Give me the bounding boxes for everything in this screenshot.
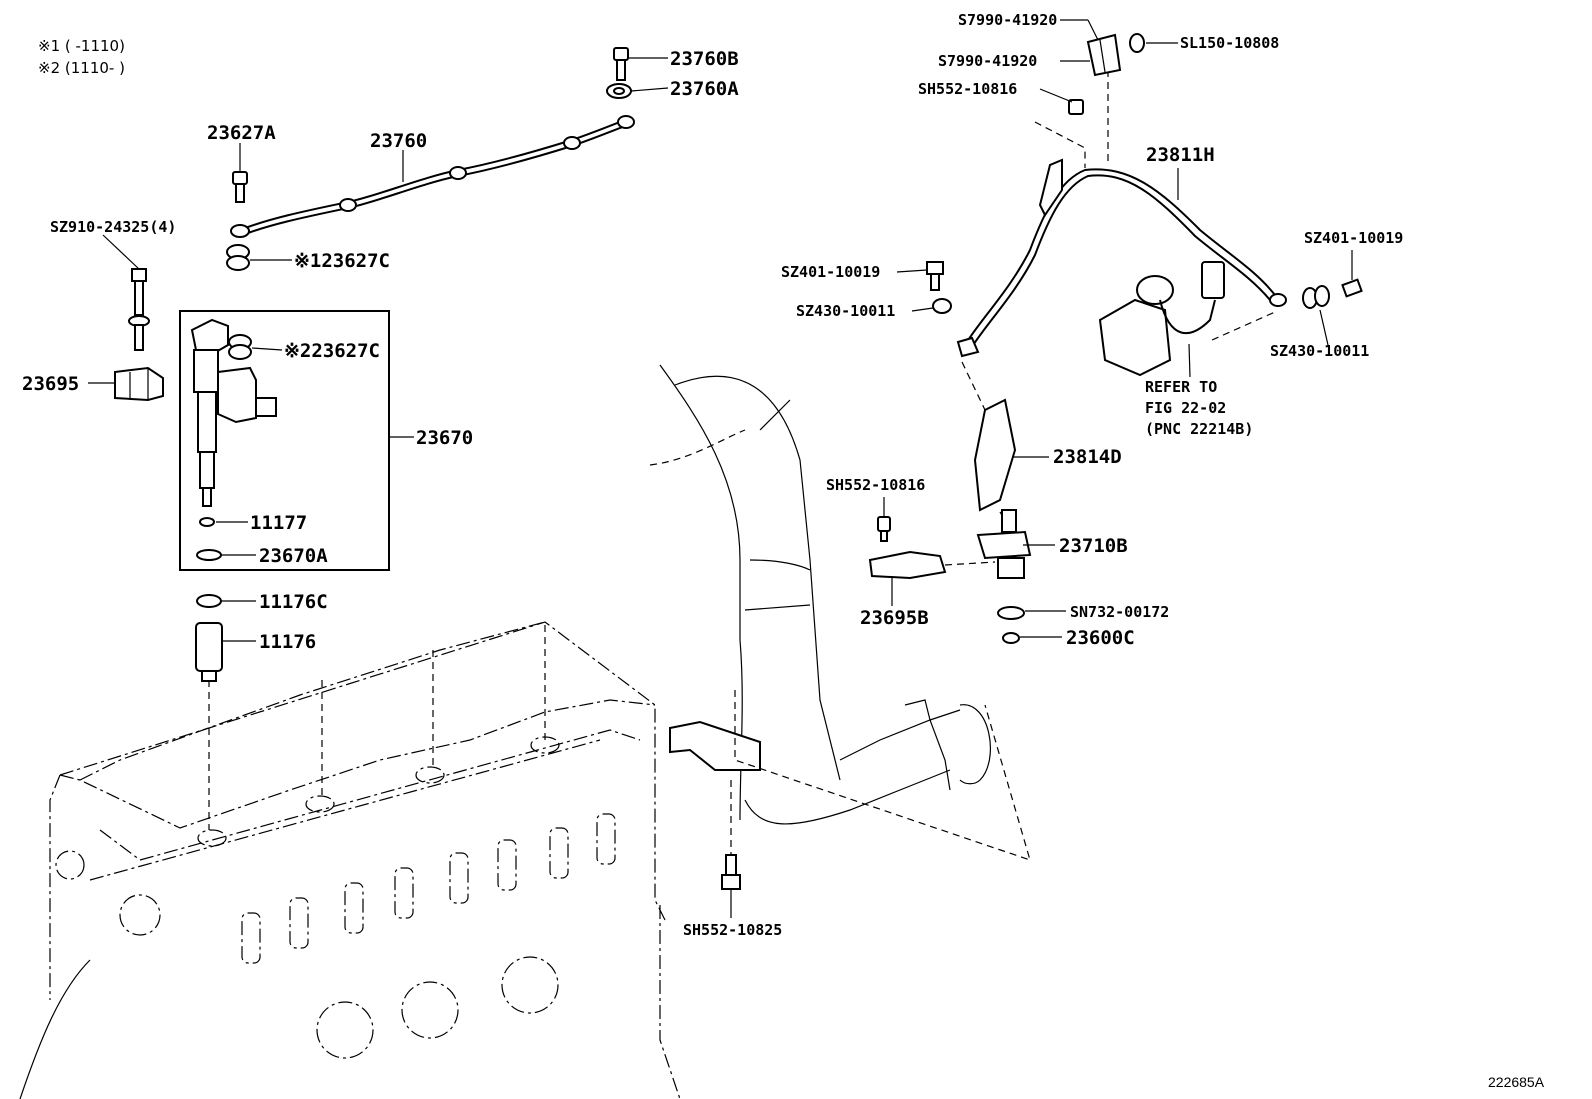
insulator-23814D[interactable] bbox=[973, 398, 1017, 512]
label-23627C-2: ※223627C bbox=[284, 340, 380, 362]
hose-assembly bbox=[649, 364, 991, 825]
pump-sensor-reference bbox=[1098, 261, 1276, 377]
figure-id: 222685A bbox=[1488, 1074, 1545, 1090]
label-11177: 11177 bbox=[250, 512, 307, 534]
bracket-dash bbox=[734, 690, 1031, 861]
o-ring-11177[interactable] bbox=[199, 517, 215, 527]
label-SZ401-right: SZ401-10019 bbox=[1304, 229, 1403, 247]
return-pipe-23760[interactable] bbox=[230, 115, 635, 238]
bolt-SZ401-right[interactable] bbox=[1341, 278, 1363, 298]
bolt-SZ401-left[interactable] bbox=[926, 261, 944, 291]
bolt-23760B[interactable] bbox=[613, 47, 629, 81]
label-23811H: 23811H bbox=[1146, 144, 1215, 166]
label-SH552-mid: SH552-10816 bbox=[826, 476, 925, 494]
note-1: ※1 ( -1110) bbox=[38, 37, 125, 55]
label-23627C-1: ※123627C bbox=[294, 250, 390, 272]
bracket-S7990[interactable] bbox=[1086, 33, 1122, 77]
label-23627A: 23627A bbox=[207, 122, 276, 144]
label-S7990-b: S7990-41920 bbox=[938, 52, 1037, 70]
harness-23811H[interactable] bbox=[956, 158, 1287, 358]
sleeve-11176[interactable] bbox=[195, 622, 223, 682]
sensor-23710B[interactable] bbox=[976, 509, 1032, 579]
label-S7990-a: S7990-41920 bbox=[958, 11, 1057, 29]
label-23814D: 23814D bbox=[1053, 446, 1122, 468]
gasket-23627C-1[interactable] bbox=[226, 244, 250, 271]
label-23670: 23670 bbox=[416, 427, 473, 449]
label-23600C: 23600C bbox=[1066, 627, 1135, 649]
label-SZ430-right: SZ430-10011 bbox=[1270, 342, 1369, 360]
bolt-SZ910[interactable] bbox=[128, 268, 150, 351]
bolt-SH552-10825[interactable] bbox=[721, 854, 741, 890]
label-SN732: SN732-00172 bbox=[1070, 603, 1169, 621]
note-2: ※2 (1110- ) bbox=[38, 59, 125, 77]
label-23695B: 23695B bbox=[860, 607, 929, 629]
gasket-23760A[interactable] bbox=[606, 83, 632, 99]
label-23710B: 23710B bbox=[1059, 535, 1128, 557]
harness-dash bbox=[1034, 70, 1109, 168]
refer-line-3: (PNC 22214B) bbox=[1145, 420, 1253, 438]
label-11176C: 11176C bbox=[259, 591, 328, 613]
label-SZ910: SZ910-24325(4) bbox=[50, 218, 176, 236]
clamp-23695[interactable] bbox=[114, 366, 164, 402]
bolt-SH552-mid[interactable] bbox=[877, 516, 891, 542]
label-SH552-bot: SH552-10825 bbox=[683, 921, 782, 939]
label-23760: 23760 bbox=[370, 130, 427, 152]
o-ring-23600C[interactable] bbox=[1002, 632, 1020, 644]
label-SH552-top: SH552-10816 bbox=[918, 80, 1017, 98]
washer-SZ430-left[interactable] bbox=[932, 298, 952, 314]
refer-line-2: FIG 22-02 bbox=[1145, 399, 1226, 417]
label-23670A: 23670A bbox=[259, 545, 328, 567]
bracket-23695B-dash bbox=[944, 561, 996, 566]
injector-23670[interactable] bbox=[190, 318, 277, 507]
nut-SL150[interactable] bbox=[1129, 33, 1145, 53]
cylinder-head-outline bbox=[19, 621, 681, 1099]
gasket-23627C-2[interactable] bbox=[228, 334, 252, 360]
label-23760B: 23760B bbox=[670, 48, 739, 70]
bolt-23627A[interactable] bbox=[232, 171, 248, 203]
label-SZ430-left: SZ430-10011 bbox=[796, 302, 895, 320]
bolt-SH552-top[interactable] bbox=[1068, 99, 1084, 115]
label-11176: 11176 bbox=[259, 631, 316, 653]
label-23695: 23695 bbox=[22, 373, 79, 395]
label-23760A: 23760A bbox=[670, 78, 739, 100]
injector-assembly-box bbox=[179, 310, 390, 571]
leader-lines bbox=[88, 19, 1353, 918]
washer-23670A[interactable] bbox=[196, 549, 222, 561]
washer-SZ430-right[interactable] bbox=[1302, 285, 1330, 309]
label-SZ401-left: SZ401-10019 bbox=[781, 263, 880, 281]
bracket-23695B[interactable] bbox=[868, 550, 947, 580]
seal-11176C[interactable] bbox=[196, 594, 222, 608]
refer-line-1: REFER TO bbox=[1145, 378, 1217, 396]
washer-SN732[interactable] bbox=[997, 606, 1025, 620]
label-SL150: SL150-10808 bbox=[1180, 34, 1279, 52]
